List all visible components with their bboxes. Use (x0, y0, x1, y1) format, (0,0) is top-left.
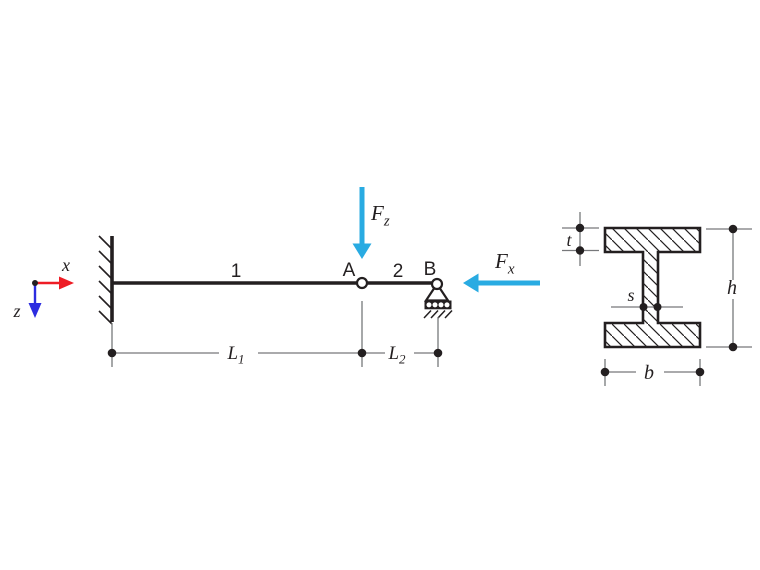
dim-h-dot-top (728, 224, 738, 234)
force-fx-subscript: x (507, 262, 515, 278)
ground-hatching (423, 309, 453, 319)
point-b-label: B (424, 259, 437, 280)
dim-l1-label: L1 (226, 343, 244, 367)
pin-b (430, 277, 444, 291)
dim-s: s (611, 285, 683, 311)
dim-dot-b (433, 348, 443, 358)
z-axis-arrowhead-icon (28, 303, 42, 318)
force-fx-symbol: F (494, 249, 508, 273)
origin-dot (32, 280, 38, 286)
l1-subscript: 1 (238, 352, 245, 367)
force-fz-arrowhead-icon (352, 243, 372, 259)
segment-1-label: 1 (231, 261, 242, 282)
dim-b-dot-right (695, 367, 705, 377)
dim-b-label: b (644, 362, 654, 384)
cross-section: t s h b (562, 212, 752, 386)
fixed-support-wall (98, 235, 114, 325)
roller-support-b (423, 277, 453, 319)
l2-subscript: 2 (399, 352, 406, 367)
coordinate-system: x z (12, 255, 74, 321)
beam: 1 2 A B (112, 259, 438, 290)
dim-t-dot-top (575, 223, 585, 233)
dim-l2-label: L2 (387, 343, 406, 367)
i-beam-profile (603, 226, 702, 349)
x-axis-label: x (61, 255, 70, 275)
force-fz-symbol: F (370, 201, 384, 225)
dim-h-label: h (727, 277, 737, 299)
dim-s-label: s (627, 285, 634, 305)
force-fz-label: Fz (370, 201, 390, 230)
z-axis-label: z (12, 301, 20, 321)
point-a-label: A (343, 260, 356, 281)
dim-t-dot-bottom (575, 246, 585, 255)
rollers (426, 302, 450, 308)
x-axis-arrowhead-icon (59, 276, 74, 290)
dim-dot-a (357, 348, 367, 358)
length-dimensions: L1 L2 (107, 301, 443, 367)
dim-h-dot-bottom (728, 342, 738, 352)
force-fx: Fx (463, 249, 540, 293)
dim-b-dot-left (600, 367, 610, 377)
hinge-a (355, 276, 369, 290)
force-fz-subscript: z (383, 214, 390, 230)
force-fx-label: Fx (494, 249, 515, 278)
force-fz: Fz (352, 187, 390, 259)
force-fx-arrowhead-icon (463, 273, 479, 293)
dim-t-label: t (566, 230, 572, 250)
dim-t: t (562, 212, 599, 266)
dim-s-dot-left (639, 303, 648, 311)
dim-b: b (600, 359, 705, 386)
dim-dot-wall (107, 348, 117, 358)
roller-band (424, 300, 452, 310)
l2-symbol: L (387, 343, 399, 364)
dim-s-dot-right (653, 303, 662, 311)
wall-hatching (98, 235, 113, 325)
segment-2-label: 2 (393, 261, 404, 282)
l1-symbol: L (226, 343, 238, 364)
dim-h: h (706, 224, 752, 352)
